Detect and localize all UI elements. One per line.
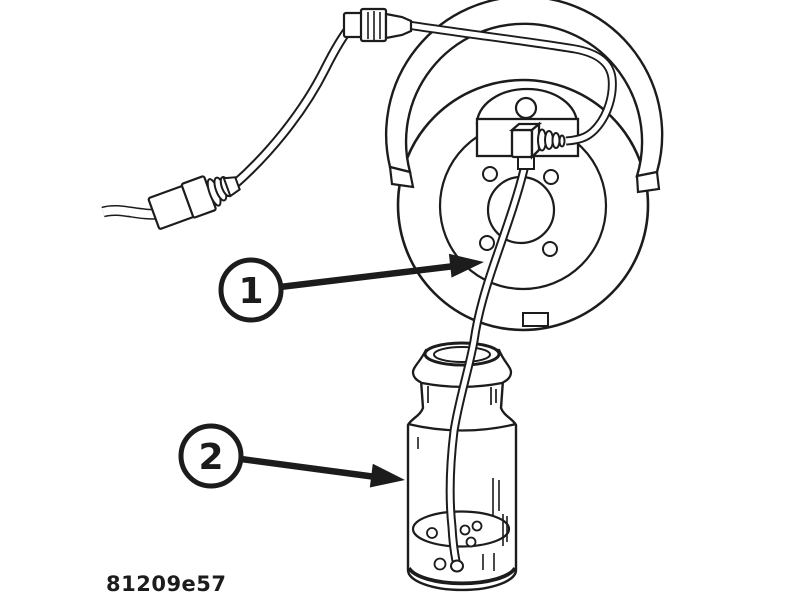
hose-end-fitting — [147, 175, 241, 230]
tube-core — [447, 164, 528, 562]
brake-hose-assembly — [101, 7, 617, 230]
callout-1: 1 — [218, 253, 484, 323]
rotor-outer-circle — [396, 78, 650, 332]
bottle-mouth-inner — [433, 346, 491, 363]
inline-fitting — [342, 7, 413, 43]
tube-open-end — [450, 559, 464, 573]
bubble — [433, 557, 447, 571]
callout-2-arrow-shaft — [240, 455, 377, 481]
bubble — [471, 520, 483, 532]
bubble — [459, 524, 471, 536]
callout-1-number: 1 — [238, 271, 263, 312]
hose-left-core — [232, 24, 354, 188]
bleeder-screw — [508, 121, 566, 170]
bleeder-head-front — [510, 128, 534, 159]
bleeder-ring-tip — [558, 134, 566, 148]
bubble — [465, 536, 477, 548]
callout-2-arrowhead — [369, 463, 405, 488]
cable-tail-core — [101, 206, 161, 219]
shield-end-tab-right — [635, 170, 661, 194]
fitting-taper — [222, 176, 241, 198]
shield-end-tab-left — [388, 165, 415, 189]
figure-code: 81209e57 — [106, 572, 227, 596]
dust-shield-arc — [384, 0, 664, 194]
callout-1-arrowhead — [448, 253, 484, 278]
lug-hole — [482, 166, 498, 182]
clear-bleed-tube — [445, 164, 530, 573]
collection-bottle — [406, 341, 518, 592]
caliper-dome-hole — [514, 96, 538, 120]
bleeder-ring — [551, 132, 561, 149]
brake-fluid-surface — [411, 510, 511, 548]
air-bubbles — [426, 520, 483, 571]
lug-hole — [543, 169, 559, 185]
fitting-sleeve — [342, 11, 364, 39]
hose-right-core — [407, 22, 615, 144]
lug-hole — [542, 241, 558, 257]
bottle-bottom-edge — [407, 566, 517, 586]
callout-2-balloon — [178, 423, 244, 489]
bottle-shading-lines — [417, 437, 508, 571]
callout-2: 2 — [178, 423, 405, 489]
bubble — [426, 527, 438, 539]
bottle-shoulder-line — [407, 422, 517, 432]
fitting-nut-ribs — [367, 11, 381, 40]
bleeder-head-side — [530, 121, 541, 160]
callout-1-arrow-shaft — [279, 262, 456, 291]
callout-2-number: 2 — [198, 437, 223, 478]
lug-hole — [479, 235, 495, 251]
fitting-taper — [384, 12, 413, 40]
balance-slot — [522, 312, 549, 327]
bottle-neck-highlights — [427, 386, 497, 405]
callout-1-balloon — [218, 257, 284, 323]
